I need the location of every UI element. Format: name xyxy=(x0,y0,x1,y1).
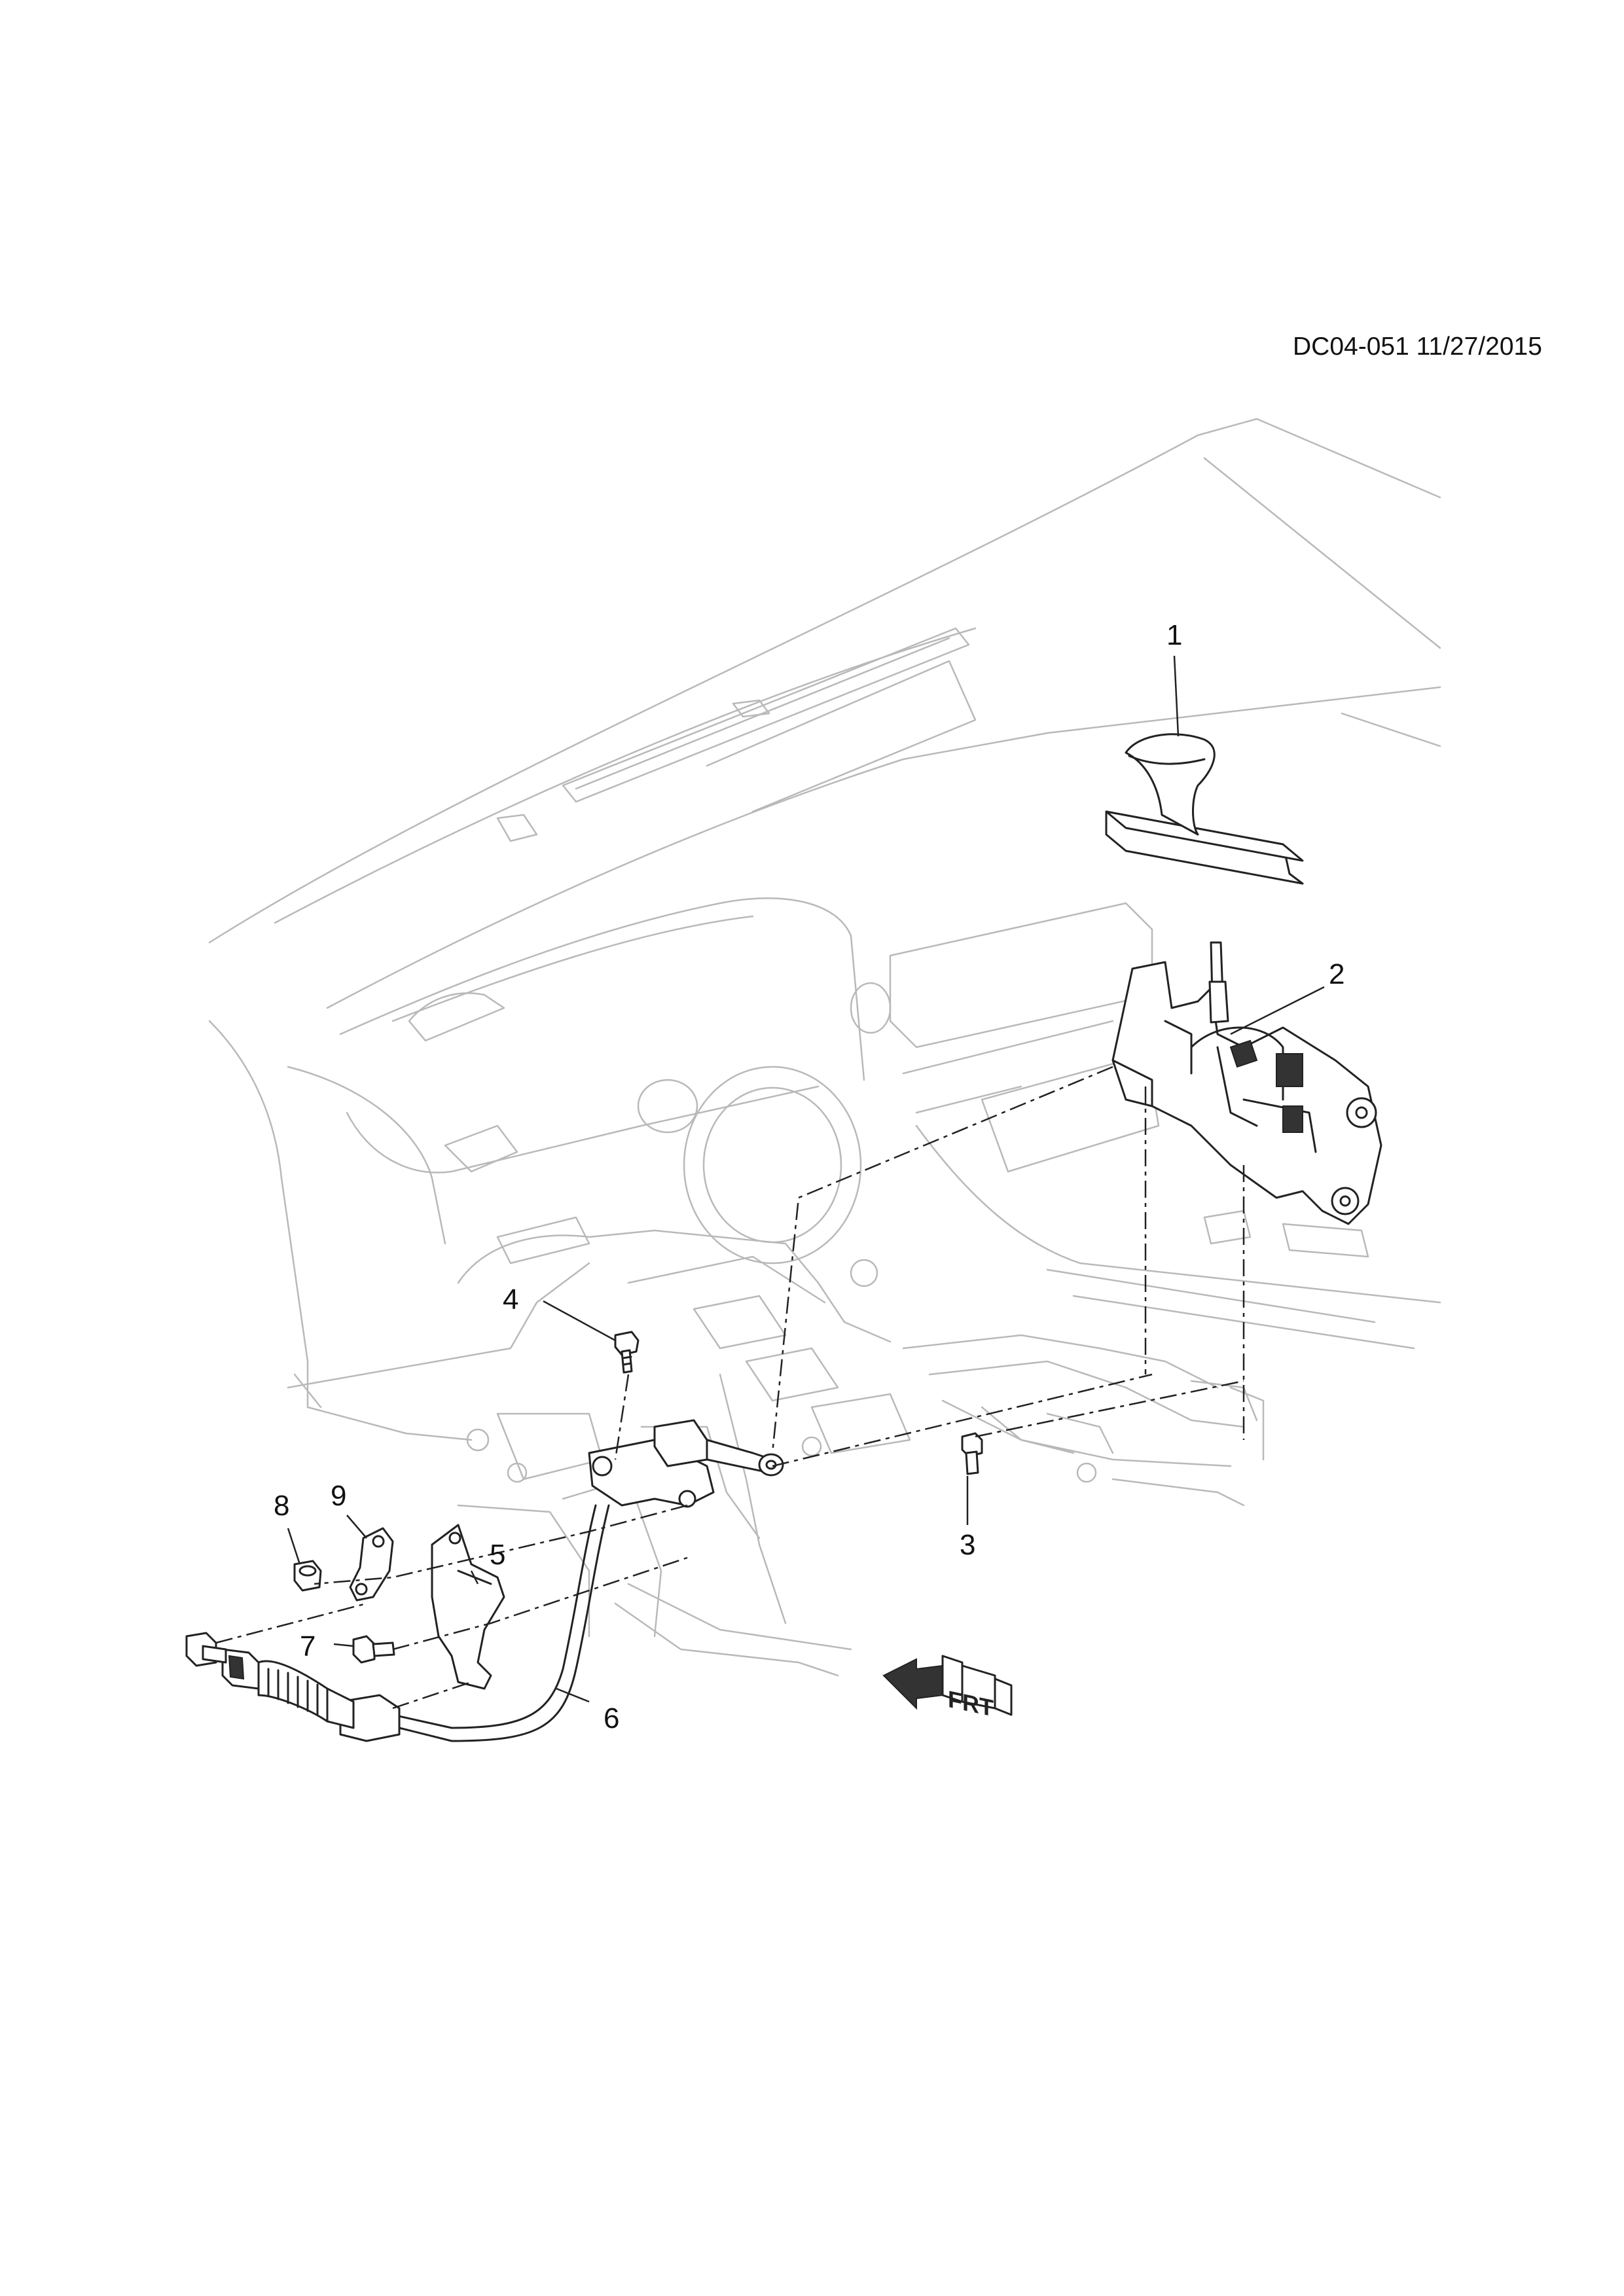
callout-8: 8 xyxy=(274,1490,289,1522)
callout-5: 5 xyxy=(490,1539,505,1571)
document-id-date: DC04-051 11/27/2015 xyxy=(1293,332,1542,361)
part-shift-knob xyxy=(1105,733,1304,885)
part-bolt-3 xyxy=(961,1432,983,1475)
callouts: 1 2 3 4 5 6 7 8 9 xyxy=(274,619,1344,1734)
callout-7: 7 xyxy=(300,1630,316,1662)
part-shift-control-assembly xyxy=(1111,941,1382,1225)
callout-4: 4 xyxy=(503,1283,518,1316)
part-bolt-7 xyxy=(352,1635,395,1664)
front-orientation-arrow-icon: FRT xyxy=(882,1655,1013,1722)
assembly-lines xyxy=(215,1066,1245,1710)
part-bolt-4 xyxy=(614,1331,640,1374)
instrument-panel-outline xyxy=(208,418,1441,1677)
callout-1: 1 xyxy=(1166,619,1182,651)
callout-9: 9 xyxy=(331,1480,346,1512)
callout-2: 2 xyxy=(1329,958,1344,990)
part-bracket-9 xyxy=(349,1527,394,1602)
callout-3: 3 xyxy=(960,1529,975,1561)
callout-6: 6 xyxy=(604,1702,619,1734)
leader-lines xyxy=(287,655,1325,1703)
part-nut-8 xyxy=(293,1560,322,1592)
